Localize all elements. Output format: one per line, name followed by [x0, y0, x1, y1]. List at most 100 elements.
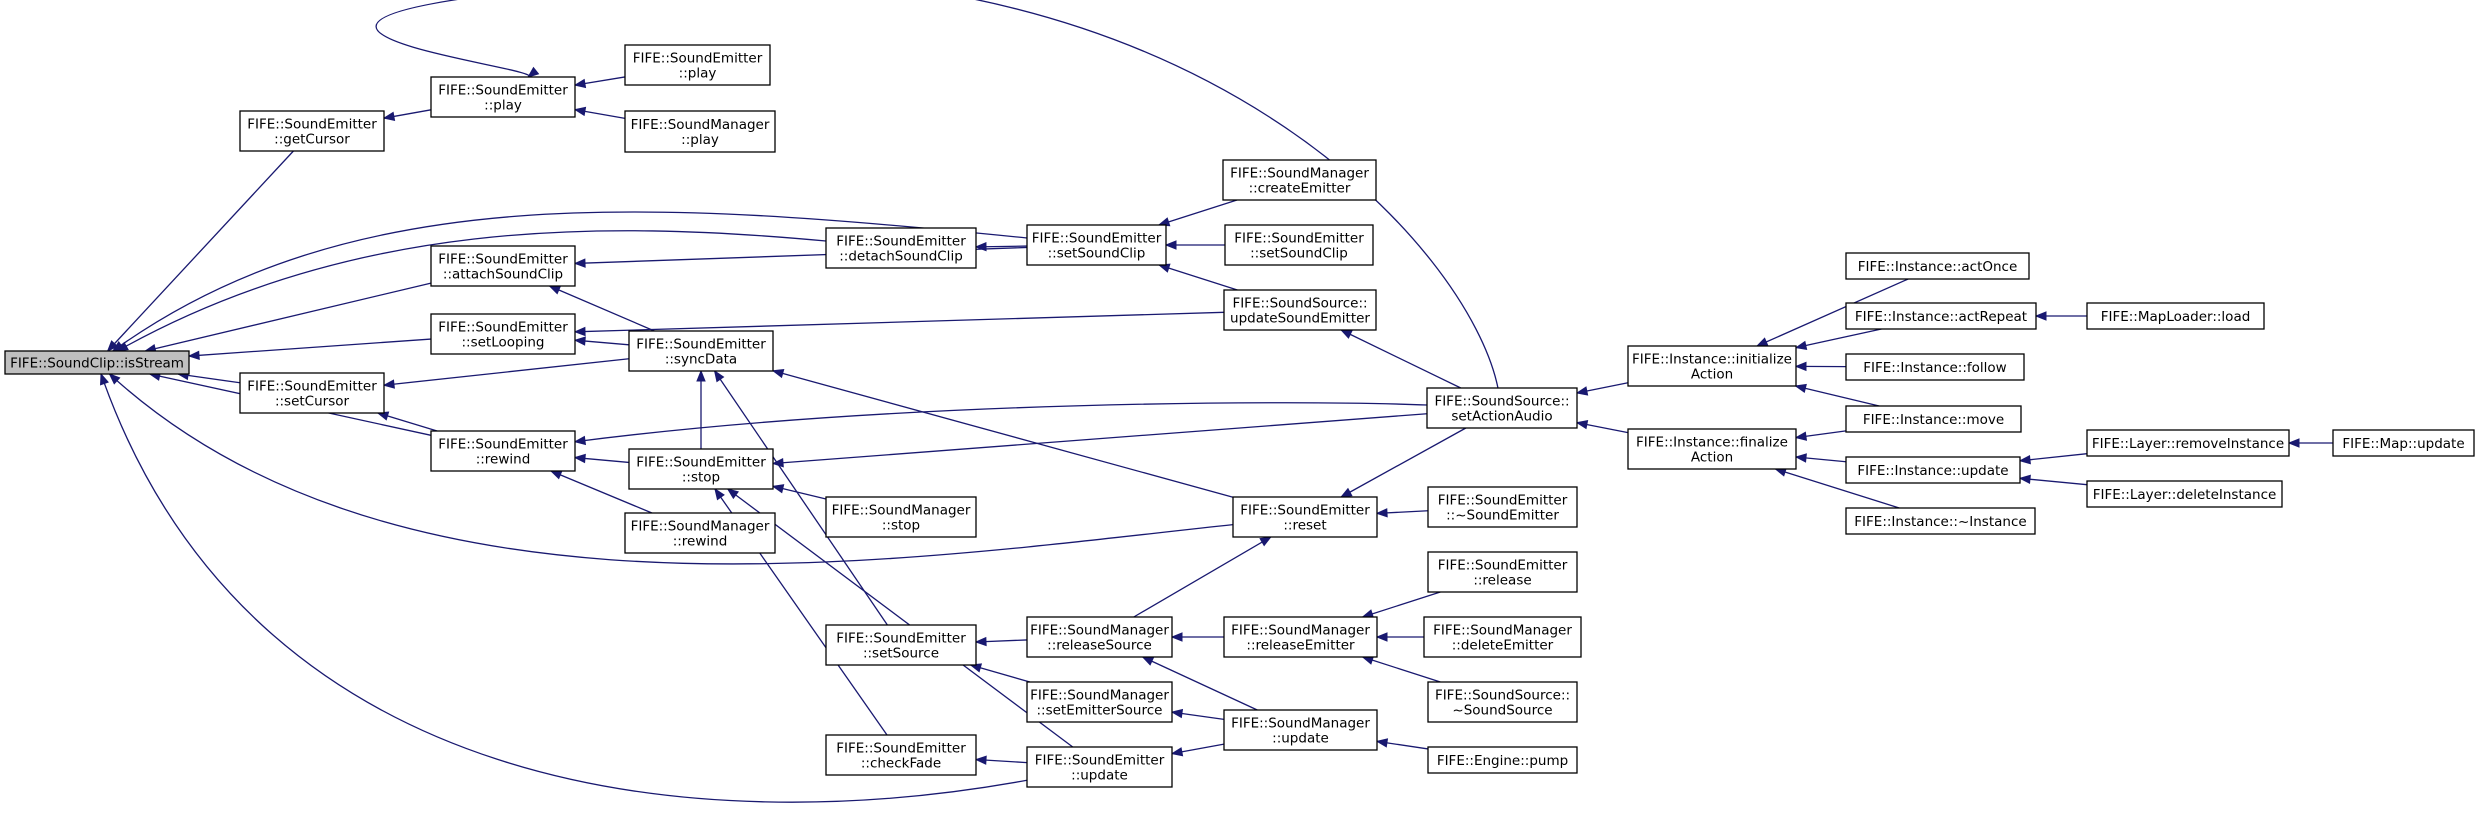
node-label-line: FIFE::Instance::move	[1863, 412, 2004, 428]
node-dtorInstance[interactable]: FIFE::Instance::~Instance	[1845, 507, 2036, 535]
arrowhead-reset-to-syncData	[771, 369, 785, 379]
node-instUpdate[interactable]: FIFE::Instance::update	[1845, 456, 2021, 484]
arrowhead-enginePump-to-smUpdate	[1375, 738, 1389, 748]
node-checkFade[interactable]: FIFE::SoundEmitter::checkFade	[825, 734, 977, 776]
edge-releaseSource-to-reset	[1133, 536, 1272, 618]
node-box	[1222, 159, 1377, 201]
node-removeInstance[interactable]: FIFE::Layer::removeInstance	[2086, 429, 2290, 457]
arrowhead-syncData-to-setCursor	[382, 379, 395, 389]
node-setSource[interactable]: FIFE::SoundEmitter::setSource	[825, 624, 977, 666]
node-updateSoundEmitter[interactable]: FIFE::SoundSource::updateSoundEmitter	[1223, 289, 1377, 331]
node-label-line: FIFE::Instance::follow	[1863, 360, 2006, 376]
node-setEmitterSource[interactable]: FIFE::SoundManager::setEmitterSource	[1026, 681, 1173, 723]
node-label-line: FIFE::SoundManager	[1231, 623, 1370, 639]
edge-seUpdate-to-isStream	[100, 373, 1028, 803]
node-deleteEmitter[interactable]: FIFE::SoundManager::deleteEmitter	[1423, 616, 1582, 658]
node-attachSoundClip[interactable]: FIFE::SoundEmitter::attachSoundClip	[430, 245, 576, 287]
node-seUpdate[interactable]: FIFE::SoundEmitter::update	[1026, 746, 1173, 788]
edge-syncData-to-attachSoundClip	[549, 285, 655, 332]
node-stop[interactable]: FIFE::SoundEmitter::stop	[628, 448, 774, 490]
node-mapLoaderLoad[interactable]: FIFE::MapLoader::load	[2086, 302, 2265, 330]
node-box	[1026, 616, 1173, 658]
node-detachSoundClip[interactable]: FIFE::SoundEmitter::detachSoundClip	[825, 227, 977, 269]
node-label-line: ::syncData	[665, 352, 737, 368]
arrowhead-setSoundClip2-to-setSoundClip	[1164, 240, 1177, 250]
node-move[interactable]: FIFE::Instance::move	[1845, 405, 2022, 433]
node-isStream[interactable]: FIFE::SoundClip::isStream	[4, 350, 190, 375]
node-label-line: FIFE::SoundEmitter	[836, 741, 966, 757]
arrowhead-smUpdate-to-seUpdate	[1170, 747, 1184, 757]
node-label-line: ::~SoundEmitter	[1446, 508, 1559, 524]
node-box	[1026, 746, 1173, 788]
node-box	[825, 496, 977, 538]
node-releaseEmitter[interactable]: FIFE::SoundManager::releaseEmitter	[1223, 616, 1378, 658]
edge-seUpdate-to-stop	[727, 488, 1074, 748]
node-label-line: FIFE::Layer::deleteInstance	[2093, 487, 2277, 503]
node-smRewind[interactable]: FIFE::SoundManager::rewind	[624, 512, 776, 554]
node-smPlay[interactable]: FIFE::SoundManager::play	[624, 110, 776, 153]
node-dtorEmitter[interactable]: FIFE::SoundEmitter::~SoundEmitter	[1427, 486, 1578, 528]
node-smUpdate[interactable]: FIFE::SoundManager::update	[1223, 709, 1378, 751]
node-box	[1427, 551, 1578, 593]
node-smStop[interactable]: FIFE::SoundManager::stop	[825, 496, 977, 538]
node-box	[1232, 496, 1378, 538]
edge-setActionAudio-to-rewind	[574, 402, 1428, 443]
node-play2[interactable]: FIFE::SoundEmitter::play	[624, 44, 771, 86]
arrowhead-mapLoaderLoad-to-actRepeat	[2034, 311, 2047, 321]
node-dtorSource[interactable]: FIFE::SoundSource::~SoundSource	[1427, 681, 1578, 723]
node-setLooping[interactable]: FIFE::SoundEmitter::setLooping	[430, 313, 576, 355]
node-label-line: FIFE::SoundManager	[1433, 623, 1572, 639]
node-label-line: FIFE::SoundEmitter	[247, 117, 377, 133]
node-label-line: ::checkFade	[861, 756, 941, 772]
node-label-line: FIFE::SoundEmitter	[836, 234, 966, 250]
node-rewind[interactable]: FIFE::SoundEmitter::rewind	[430, 430, 576, 472]
node-follow[interactable]: FIFE::Instance::follow	[1845, 353, 2025, 381]
node-label-line: Action	[1691, 450, 1733, 466]
node-box	[1627, 345, 1797, 387]
node-label-line: FIFE::SoundManager	[1230, 166, 1369, 182]
node-setCursor[interactable]: FIFE::SoundEmitter::setCursor	[239, 372, 385, 414]
arrowhead-deleteEmitter-to-releaseEmitter	[1375, 632, 1388, 642]
node-box	[624, 44, 771, 86]
node-box	[1627, 428, 1797, 470]
node-play[interactable]: FIFE::SoundEmitter::play	[430, 76, 576, 118]
node-label-line: FIFE::Layer::removeInstance	[2092, 436, 2284, 452]
node-createEmitter[interactable]: FIFE::SoundManager::createEmitter	[1222, 159, 1377, 201]
node-label-line: FIFE::SoundManager	[631, 519, 770, 535]
node-box	[624, 512, 776, 554]
edge-createEmitter-to-setSoundClip	[1158, 199, 1238, 226]
node-actRepeat[interactable]: FIFE::Instance::actRepeat	[1845, 302, 2037, 330]
node-syncData[interactable]: FIFE::SoundEmitter::syncData	[628, 330, 774, 372]
arrowhead-setSoundClip-to-isStream	[111, 341, 125, 352]
node-reset[interactable]: FIFE::SoundEmitter::reset	[1232, 496, 1378, 538]
node-label-line: ::deleteEmitter	[1452, 638, 1554, 654]
node-setSoundClip2[interactable]: FIFE::SoundEmitter::setSoundClip	[1224, 224, 1374, 266]
node-label-line: FIFE::MapLoader::load	[2101, 309, 2251, 325]
arrowhead-finalizeAction-to-setActionAudio	[1575, 420, 1589, 430]
node-setActionAudio[interactable]: FIFE::SoundSource::setActionAudio	[1426, 387, 1578, 429]
node-getCursor[interactable]: FIFE::SoundEmitter::getCursor	[239, 110, 385, 152]
node-mapUpdate[interactable]: FIFE::Map::update	[2332, 429, 2475, 457]
node-releaseSource[interactable]: FIFE::SoundManager::releaseSource	[1026, 616, 1173, 658]
node-label-line: ::update	[1272, 731, 1329, 747]
node-layer: FIFE::SoundClip::isStreamFIFE::SoundEmit…	[4, 44, 2475, 788]
arrowhead-setActionAudio-to-reset	[1339, 487, 1353, 498]
node-box	[1845, 252, 2030, 280]
edge-setSource-to-syncData	[714, 370, 888, 626]
node-label-line: FIFE::SoundSource::	[1435, 688, 1570, 704]
node-enginePump[interactable]: FIFE::Engine::pump	[1427, 746, 1578, 774]
node-actOnce[interactable]: FIFE::Instance::actOnce	[1845, 252, 2030, 280]
node-label-line: FIFE::SoundManager	[1231, 716, 1370, 732]
node-release[interactable]: FIFE::SoundEmitter::release	[1427, 551, 1578, 593]
edge-move-to-initializeAction	[1795, 385, 1880, 407]
node-deleteInstance[interactable]: FIFE::Layer::deleteInstance	[2086, 480, 2283, 508]
node-setSoundClip[interactable]: FIFE::SoundEmitter::setSoundClip	[1026, 224, 1167, 266]
arrowhead-stop-to-syncData	[696, 369, 706, 382]
node-label-line: FIFE::Instance::update	[1857, 463, 2008, 479]
edge-dtorInstance-to-finalizeAction	[1775, 468, 1900, 509]
arrowhead-setActionAudio-to-play	[527, 66, 540, 78]
arrowhead-instUpdate-to-finalizeAction	[1794, 453, 1807, 463]
